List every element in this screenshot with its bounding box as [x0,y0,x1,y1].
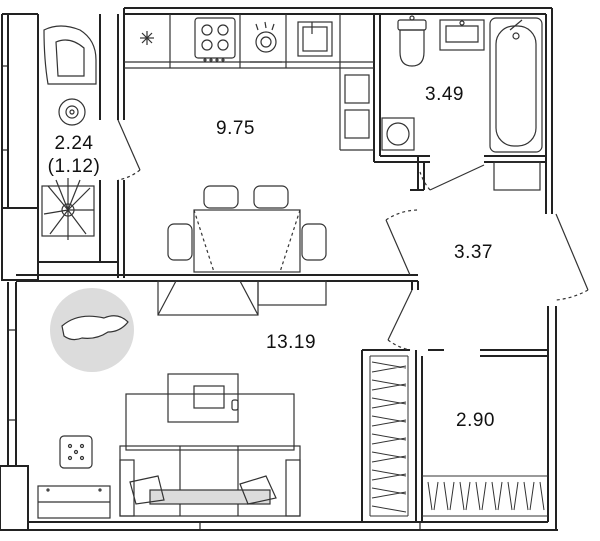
doors [117,119,589,351]
kettle-icon [250,21,282,63]
shelf-horizontal [422,475,548,517]
balcony-area-label: 2.24 (1.12) [44,132,104,178]
wardrobe-shelves [369,355,548,517]
sofa-icon [119,393,301,517]
armchair-icon [43,25,97,85]
bathroom-area-label: 3.49 [425,84,464,105]
plant-icon [41,178,95,240]
living-room-area-label: 13.19 [266,332,317,353]
balcony-area: 2.24 [54,133,94,154]
toilet-icon [397,15,427,67]
stove-icon [194,17,236,62]
fridge-icon [140,31,154,45]
side-table-icon [58,98,86,126]
kitchen-sink-icon [297,21,333,57]
rug [50,288,134,372]
kitchen-area-label: 9.75 [216,118,255,139]
washing-machine-icon [381,117,415,151]
washbasin-icon [439,19,485,51]
shelf-vertical [369,355,409,517]
windows [2,65,421,530]
bathtub-icon [489,17,543,153]
living-furniture [37,280,327,519]
balcony-area-reduced: (1.12) [47,156,101,177]
outer-walls [0,7,558,531]
wardrobe-area-label: 2.90 [456,410,495,431]
kitchen-furniture [124,14,374,273]
hallway-area-label: 3.37 [454,242,493,263]
plant-stand-icon [59,435,93,469]
desk [167,373,239,423]
dresser-icon [37,485,111,519]
dining-table [167,185,327,273]
tv-stand [157,280,327,316]
bathroom-fixtures [381,15,543,191]
balcony-furniture [41,25,97,240]
